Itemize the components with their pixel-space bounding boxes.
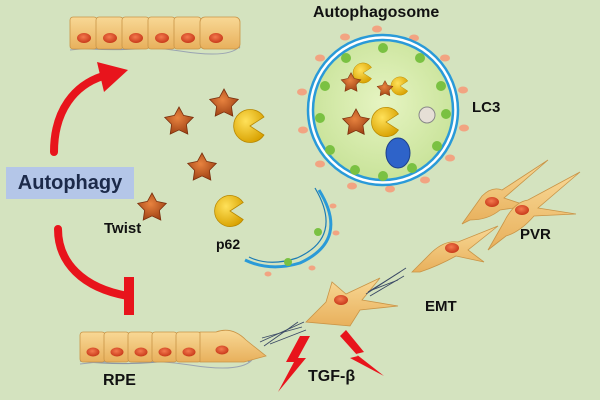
emt-cell bbox=[305, 277, 399, 327]
activation-arrow-icon bbox=[50, 62, 128, 156]
rpe-layer-bottom bbox=[79, 329, 267, 369]
rpe-layer-top bbox=[69, 16, 241, 55]
emt-label: EMT bbox=[425, 298, 457, 315]
p62-pacman-icon bbox=[233, 109, 265, 143]
autophagosome-label: Autophagosome bbox=[313, 4, 440, 21]
inhibition-bar-icon bbox=[54, 225, 134, 315]
p62-pacman-icon bbox=[214, 195, 244, 227]
tgf-beta-label: TGF-β bbox=[308, 368, 356, 385]
phagophore-membrane bbox=[244, 187, 340, 277]
rpe-label: RPE bbox=[103, 372, 136, 389]
twist-star-icon bbox=[209, 88, 239, 117]
twist-star-icon bbox=[164, 106, 194, 135]
lc3-label: LC3 bbox=[472, 99, 501, 116]
twist-star-icon bbox=[187, 152, 217, 181]
ecm-fibers bbox=[259, 267, 407, 347]
autophagy-label: Autophagy bbox=[6, 167, 134, 199]
twist-label: Twist bbox=[104, 220, 142, 237]
tgf-beta-lightning-icon bbox=[278, 330, 384, 392]
pvr-cell-group bbox=[411, 159, 581, 273]
pvr-label: PVR bbox=[520, 226, 551, 243]
twist-star-icon bbox=[137, 192, 167, 221]
autophagosome-vesicle bbox=[297, 25, 469, 193]
p62-label: p62 bbox=[216, 236, 241, 252]
